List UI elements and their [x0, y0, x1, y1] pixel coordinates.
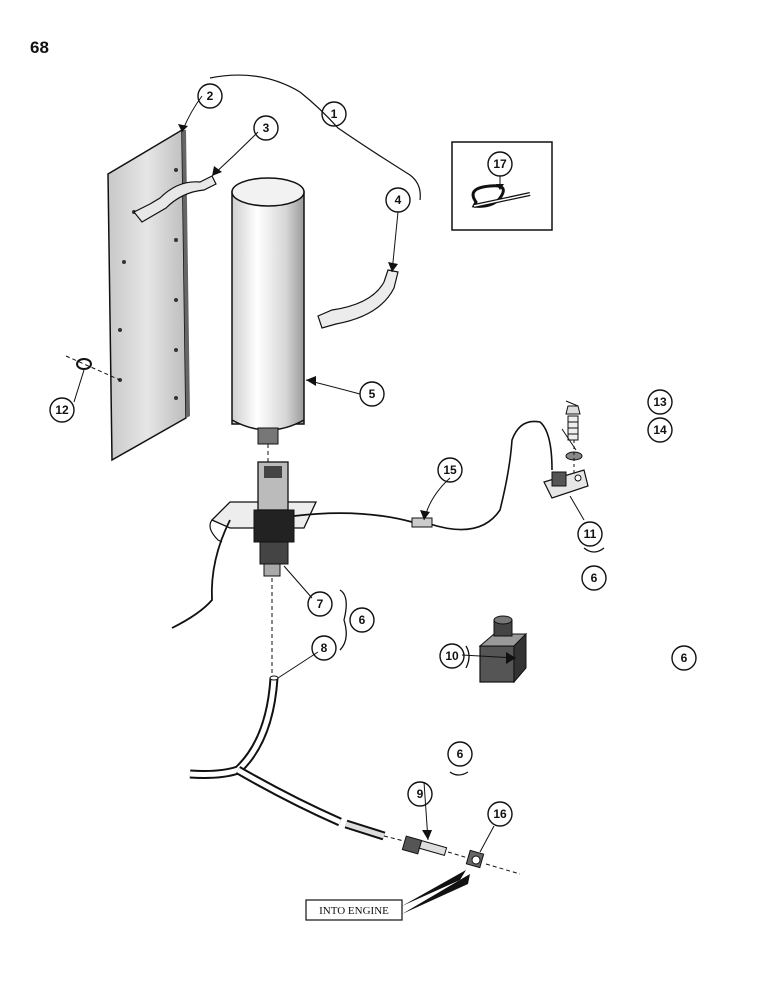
callout-6-switch: 6	[359, 613, 366, 627]
callout-15: 15	[443, 463, 457, 477]
callout-4: 4	[395, 193, 402, 207]
pressure-switch-assembly	[209, 461, 318, 577]
into-engine-arrow-2	[402, 874, 470, 914]
lower-strap	[317, 269, 399, 329]
clamp-inset	[451, 141, 553, 231]
upper-strap	[133, 175, 217, 223]
terminal-bracket	[543, 469, 589, 499]
callout-16: 16	[493, 807, 507, 821]
wire-connector	[411, 517, 433, 528]
mounting-plate	[107, 128, 190, 462]
into-engine-arrow-1	[402, 870, 466, 906]
hose	[189, 675, 409, 843]
callout-labels: 2 1 3 4 5 12 13 14 15 11 6 7 6 8 6 10 6 …	[55, 89, 687, 821]
filter-canister	[231, 177, 305, 445]
callout-13: 13	[653, 395, 667, 409]
callout-8: 8	[321, 641, 328, 655]
callout-braces	[339, 547, 605, 776]
wire-to-terminal	[429, 420, 553, 531]
callout-6-push: 6	[681, 651, 688, 665]
hose-fitting	[401, 835, 448, 857]
wire-left	[171, 519, 231, 629]
group-bracket-1	[209, 74, 421, 201]
washer-alignment	[65, 355, 121, 381]
engine-adapter	[465, 849, 485, 869]
adapter-alignment	[485, 863, 521, 875]
callout-5: 5	[369, 387, 376, 401]
callout-6-fitting: 6	[457, 747, 464, 761]
fitting-alignment	[447, 851, 469, 859]
callout-10: 10	[445, 649, 459, 663]
into-engine-text: INTO ENGINE	[319, 905, 389, 917]
callout-14: 14	[653, 423, 667, 437]
callout-9: 9	[417, 787, 424, 801]
bolt	[565, 405, 581, 441]
leader-arrows	[178, 124, 516, 840]
callouts	[49, 83, 697, 827]
leader-lines	[73, 95, 585, 853]
callout-6-terminal: 6	[591, 571, 598, 585]
into-engine-label: INTO ENGINE	[305, 899, 403, 921]
callout-17: 17	[493, 157, 507, 171]
callout-2: 2	[207, 89, 214, 103]
callout-1: 1	[331, 107, 338, 121]
callout-3: 3	[263, 121, 270, 135]
wire-to-connector	[293, 512, 413, 523]
callout-12: 12	[55, 403, 69, 417]
callout-7: 7	[317, 597, 324, 611]
push-switch	[478, 615, 528, 684]
callout-11: 11	[584, 527, 597, 541]
page-number: 68	[30, 38, 49, 57]
washer-left	[76, 358, 92, 370]
